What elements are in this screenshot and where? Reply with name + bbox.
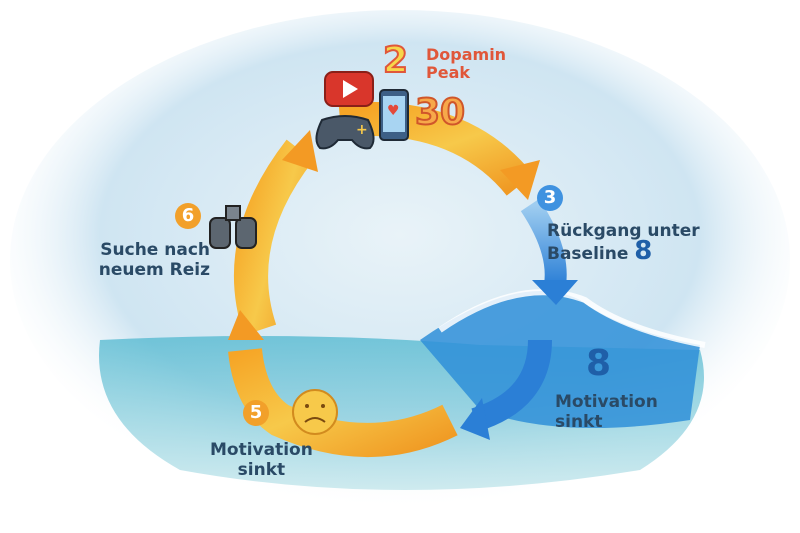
motivation-left-line2: sinkt [237,460,286,480]
search-step-number: 6 [175,203,201,229]
decline-line1: Rückgang unter [547,221,700,241]
decline-value: 8 [634,236,653,266]
peak-value: 30 [414,91,466,134]
peak-title: Dopamin Peak [426,46,506,82]
down-arrow [532,280,578,305]
sad-face-icon [292,389,338,435]
motivation-right-line2: sinkt [555,412,603,432]
smartphone-heart-icon: ♥ [379,89,409,141]
peak-title-line2: Peak [426,63,471,82]
blue-arc [471,339,552,432]
decline-arc [520,198,567,287]
motivation-left-line1: Motivation [210,440,313,460]
decline-label: Rückgang unter Baseline 8 [547,221,700,264]
search-line2: neuem Reiz [98,260,210,280]
gamepad-icon: + [315,115,375,150]
cycle-arc-bottom [228,347,458,457]
arrow-head [228,310,264,340]
motivation-right-value: 8 [586,343,612,384]
search-label: Suche nach neuem Reiz [98,240,210,280]
decline-step-number: 3 [537,185,563,211]
motivation-left-label: Motivation sinkt [210,440,313,480]
peak-step-number: 2 [382,39,409,82]
binoculars-icon [209,205,257,249]
motivation-right-line1: Motivation [555,392,658,412]
wave [420,291,700,428]
youtube-icon [324,71,374,107]
motivation-right-label: Motivation sinkt [555,392,658,432]
arrow-head [500,160,540,200]
motivation-left-step-number: 5 [243,400,269,426]
cycle-arc-top [338,101,534,196]
arrow-head [460,398,490,440]
decline-line2: Baseline [547,244,629,264]
search-line1: Suche nach [100,240,210,260]
arrow-head [282,130,318,172]
svg-text:♥: ♥ [387,103,400,119]
peak-title-line1: Dopamin [426,45,507,64]
svg-text:+: + [356,122,368,138]
wave-foam [438,289,706,348]
